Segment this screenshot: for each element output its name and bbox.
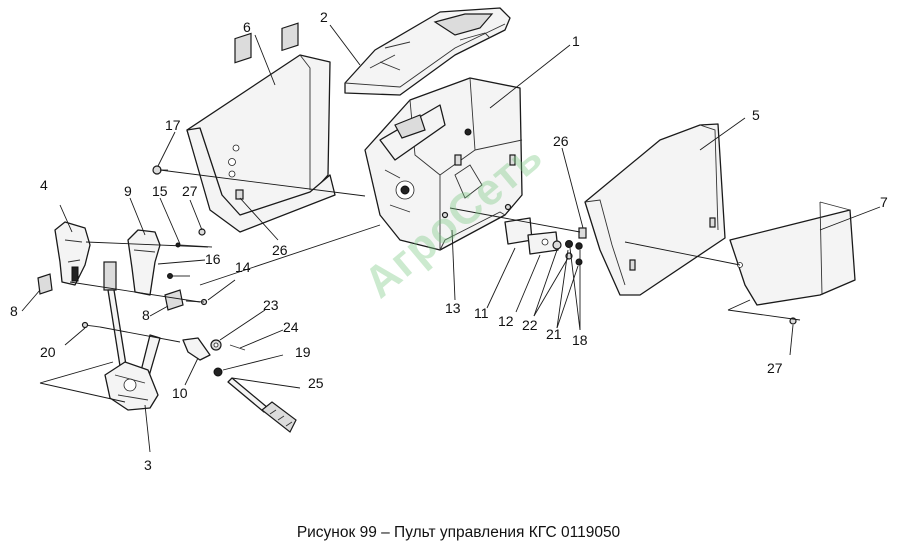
part-4-handle	[54, 221, 91, 286]
figure-caption: Рисунок 99 – Пульт управления КГС 011905…	[296, 524, 621, 541]
leader-lines	[21, 24, 881, 453]
part-2-top-cover	[344, 7, 511, 96]
cable-linkage	[182, 337, 297, 433]
callout-19: 19	[295, 344, 311, 360]
callout-9: 9	[124, 183, 132, 199]
callout-14: 14	[235, 259, 251, 275]
callout-2: 2	[320, 9, 328, 25]
part-9-handle	[127, 229, 161, 296]
callout-26-left: 26	[272, 242, 288, 258]
callout-27-right: 27	[767, 360, 783, 376]
part-8-blocks	[37, 273, 208, 311]
callout-24: 24	[283, 319, 299, 335]
callout-6: 6	[243, 19, 251, 35]
callout-4: 4	[40, 177, 48, 193]
part-6-left-panel	[186, 22, 336, 233]
callout-25: 25	[308, 375, 324, 391]
exploded-assembly-diagram: 1 2 6 5 7 26 17 4 9 15 27 26 16 14 8 8 2…	[10, 7, 888, 473]
callout-10: 10	[172, 385, 188, 401]
callout-12: 12	[498, 313, 514, 329]
callout-17: 17	[165, 117, 181, 133]
callout-8-left: 8	[10, 303, 18, 319]
callout-15: 15	[152, 183, 168, 199]
part-1-main-housing	[364, 77, 523, 251]
callout-5: 5	[752, 107, 760, 123]
callout-22: 22	[522, 317, 538, 333]
callout-18: 18	[572, 332, 588, 348]
part-5-right-panel	[584, 123, 726, 296]
callout-7: 7	[880, 194, 888, 210]
callout-3: 3	[144, 457, 152, 473]
callout-16: 16	[205, 251, 221, 267]
callout-23: 23	[263, 297, 279, 313]
small-hardware	[441, 203, 587, 266]
callout-21: 21	[546, 326, 562, 342]
callout-26-right: 26	[553, 133, 569, 149]
callout-13: 13	[445, 300, 461, 316]
callout-27-left: 27	[182, 183, 198, 199]
callout-1: 1	[572, 33, 580, 49]
callout-labels: 1 2 6 5 7 26 17 4 9 15 27 26 16 14 8 8 2…	[10, 9, 888, 473]
callout-11: 11	[474, 305, 489, 321]
part-3-lever-mechanism	[81, 261, 161, 411]
callout-20: 20	[40, 344, 56, 360]
part-7-bottom-cover	[729, 201, 856, 306]
callout-8-mid: 8	[142, 307, 150, 323]
